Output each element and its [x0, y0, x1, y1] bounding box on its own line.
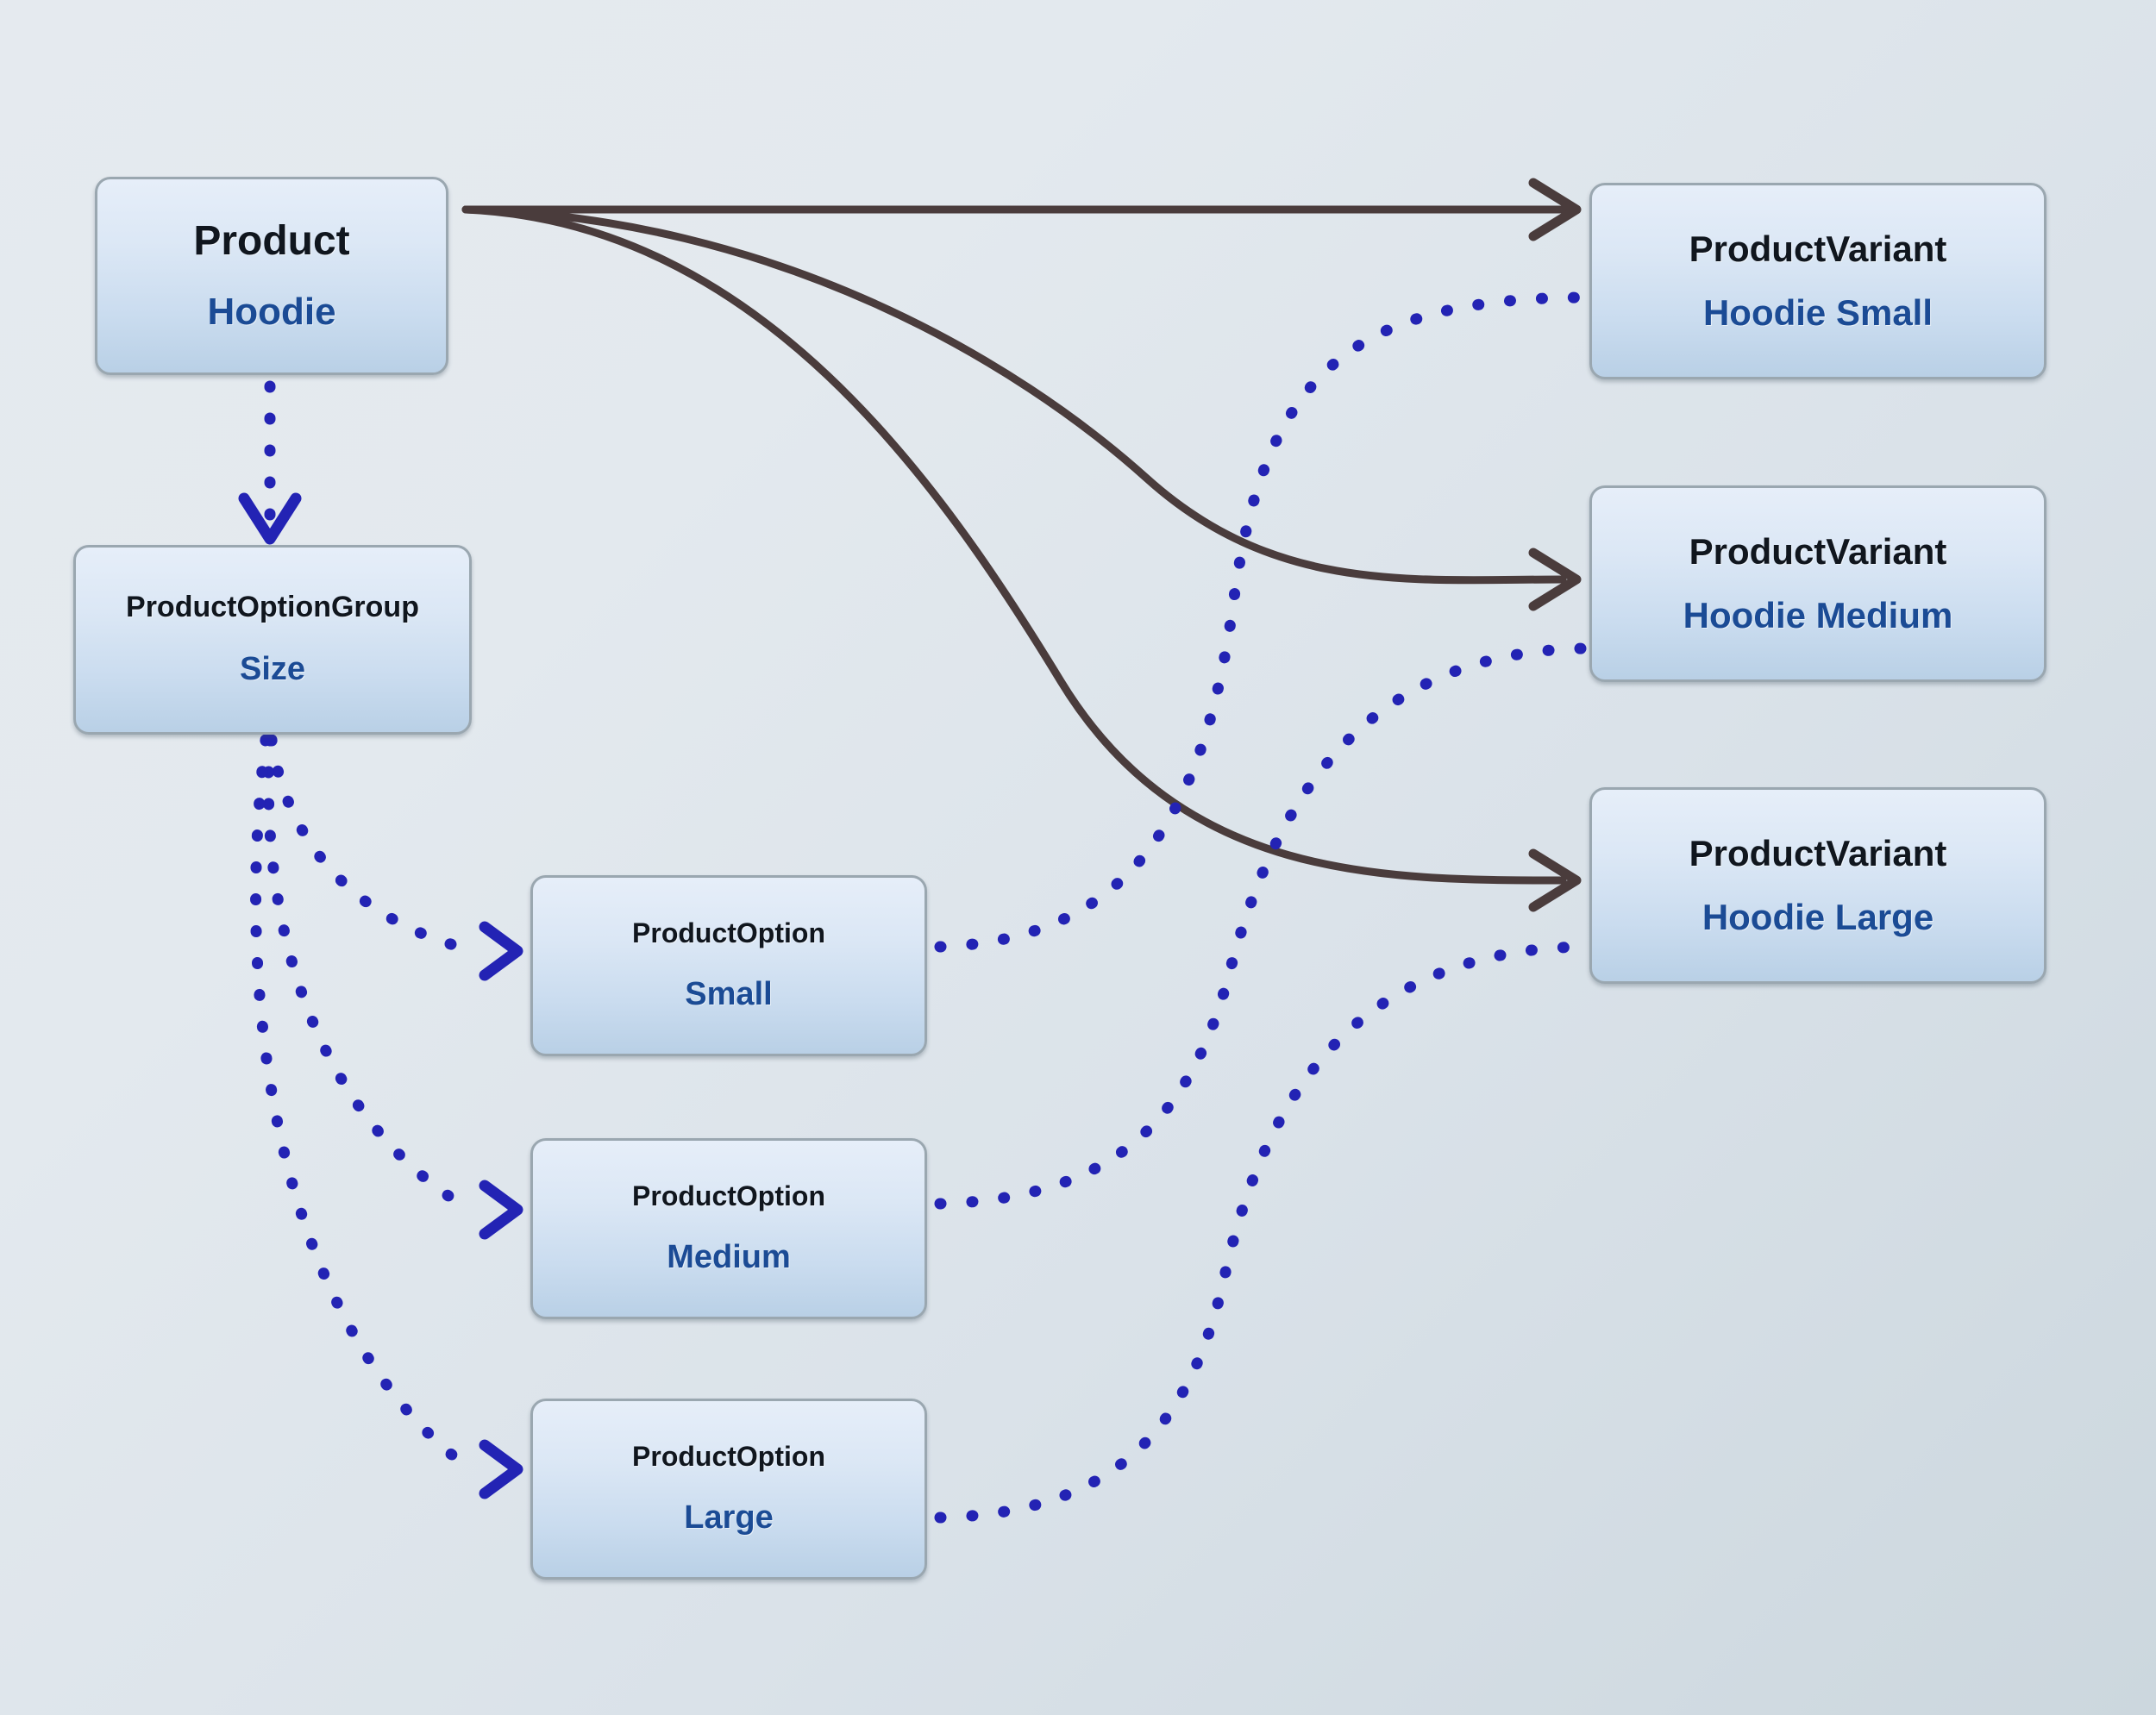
node-product-option-medium[interactable]: ProductOption Medium [530, 1138, 927, 1319]
node-product-variant-large[interactable]: ProductVariant Hoodie Large [1589, 787, 2046, 984]
edge-option-1-to-variant-1 [934, 642, 1593, 1210]
edge-product-to-variant-2 [461, 205, 1567, 885]
node-product-option-small-type: ProductOption [632, 917, 825, 949]
edge-pog-to-option-2 [250, 734, 472, 1472]
arrowhead-product-variant-1 [1528, 548, 1582, 611]
node-product-variant-medium-type: ProductVariant [1689, 530, 1947, 572]
node-product-option-group[interactable]: ProductOptionGroup Size [73, 545, 472, 735]
node-product-variant-medium-value: Hoodie Medium [1683, 595, 1953, 635]
edge-option-0-to-variant-0 [934, 291, 1593, 953]
arrowhead-pog-option-2 [479, 1439, 523, 1499]
node-product-option-group-type: ProductOptionGroup [126, 591, 419, 624]
node-product-variant-small-value: Hoodie Small [1702, 292, 1934, 333]
node-product-option-medium-value: Medium [667, 1238, 791, 1275]
edge-product-to-variant-0 [461, 204, 1570, 214]
arrowhead-product-pog [238, 492, 302, 545]
node-product-type: Product [193, 217, 350, 264]
node-product[interactable]: Product Hoodie [95, 177, 448, 375]
node-product-variant-large-value: Hoodie Large [1702, 897, 1934, 937]
node-product-option-large-type: ProductOption [632, 1441, 825, 1473]
edge-option-2-to-variant-2 [934, 941, 1593, 1524]
node-product-option-group-value: Size [239, 650, 306, 687]
node-product-variant-medium[interactable]: ProductVariant Hoodie Medium [1589, 485, 2046, 682]
node-product-variant-large-type: ProductVariant [1689, 832, 1947, 873]
node-product-value: Hoodie [207, 291, 336, 334]
edge-pog-to-option-0 [266, 734, 472, 955]
arrowhead-pog-option-1 [479, 1180, 523, 1240]
arrowhead-product-variant-2 [1528, 848, 1582, 912]
node-product-option-small[interactable]: ProductOption Small [530, 875, 927, 1056]
node-product-variant-small[interactable]: ProductVariant Hoodie Small [1589, 183, 2046, 379]
edge-pog-to-option-1 [262, 734, 472, 1213]
node-product-option-large[interactable]: ProductOption Large [530, 1399, 927, 1580]
node-product-variant-small-type: ProductVariant [1689, 228, 1947, 269]
node-product-option-large-value: Large [684, 1499, 774, 1536]
node-product-option-small-value: Small [685, 975, 773, 1012]
edge-product-to-variant-1 [461, 205, 1567, 585]
node-product-option-medium-type: ProductOption [632, 1180, 825, 1212]
arrowhead-pog-option-0 [479, 921, 523, 981]
arrowhead-product-variant-0 [1528, 178, 1582, 241]
